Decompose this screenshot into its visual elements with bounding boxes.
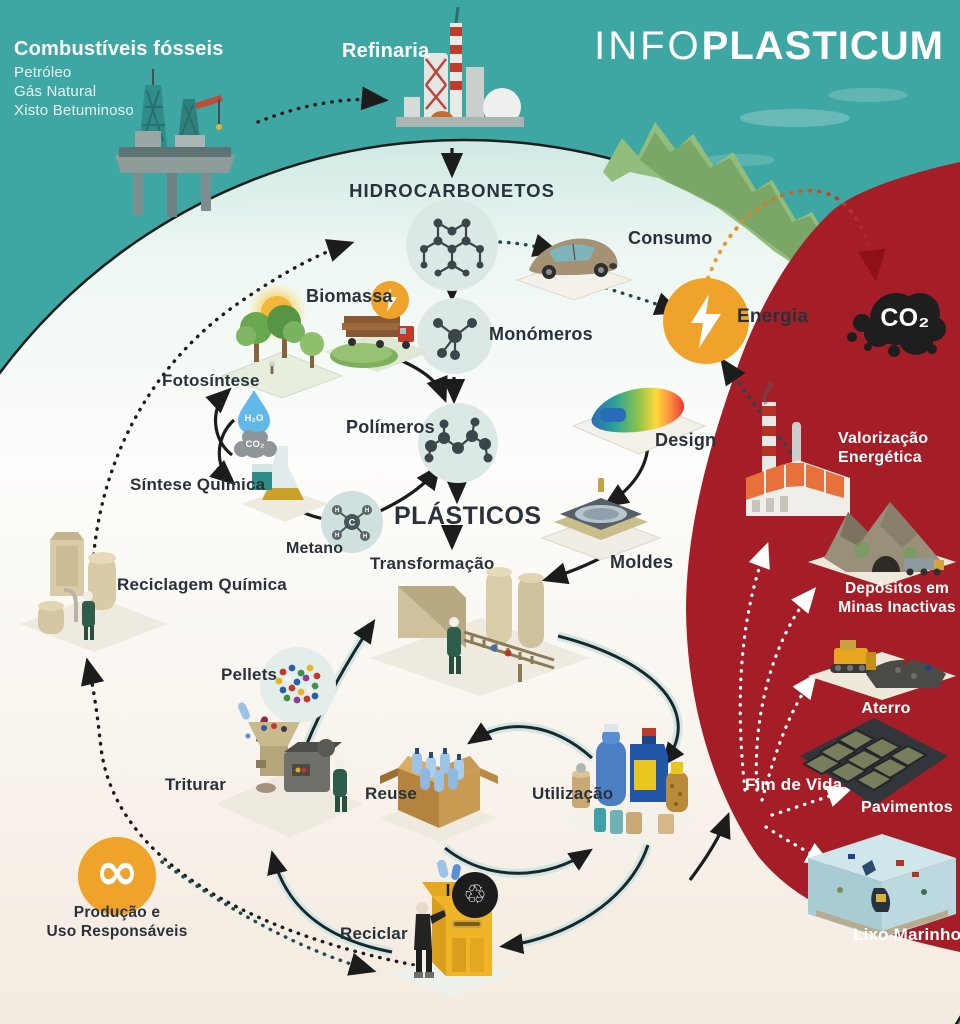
svg-text:H: H: [363, 534, 367, 540]
fossil-item-petroleo: Petróleo: [14, 64, 72, 81]
chemical-recycling-label: Reciclagem Química: [117, 575, 287, 594]
marine-litter-cube: [808, 834, 956, 938]
pellets-label: Pellets: [221, 665, 278, 684]
responsible-label-line2: Uso Responsáveis: [46, 923, 188, 940]
methane-molecule-icon: C H H H H: [321, 491, 383, 553]
infinity-loop-icon: ∞: [78, 837, 156, 915]
h2o-label: H₂O: [244, 413, 264, 424]
responsible-label-line1: Produção e: [73, 904, 161, 921]
mines-label-line2: Minas Inactivas: [838, 599, 956, 616]
pavements-label: Pavimentos: [861, 799, 953, 816]
hydrocarbons-label: HIDROCARBONETOS: [349, 180, 555, 201]
photosynthesis-trees: [220, 305, 344, 399]
energy-recovery-label-line2: Energética: [838, 449, 922, 466]
energy-recovery-label-line1: Valorização: [838, 430, 929, 447]
monomer-molecule-icon: [417, 298, 493, 374]
pavement-blocks: [800, 718, 948, 806]
molds-label: Moldes: [610, 552, 674, 572]
svg-text:C: C: [349, 518, 356, 528]
energy-recovery-plant: [746, 382, 850, 516]
oil-rig: [115, 69, 235, 217]
plastics-label: PLÁSTICOS: [394, 502, 542, 530]
consumption-label: Consumo: [628, 228, 713, 248]
pellets-circle: [260, 647, 336, 723]
landfill-label: Aterro: [861, 700, 911, 717]
fossil-fuels-title: Combustíveis fósseis: [14, 38, 224, 60]
hydrocarbon-molecule-icon: [406, 199, 498, 291]
reuse-box: [380, 748, 498, 842]
fossil-item-xisto: Xisto Betuminoso: [14, 102, 134, 119]
biomass-label: Biomassa: [306, 286, 393, 306]
svg-text:H: H: [335, 508, 339, 514]
methane-label: Metano: [286, 540, 344, 557]
reuse-label: Reuse: [365, 784, 418, 803]
landfill-bulldozer: [808, 640, 956, 700]
svg-text:H: H: [335, 533, 339, 539]
photosynthesis-label: Fotosíntese: [162, 371, 260, 390]
design-label: Design: [655, 430, 717, 450]
fossil-item-gas: Gás Natural: [14, 83, 97, 100]
refinery: [396, 6, 524, 127]
household-plastics-group: [559, 724, 701, 848]
shred-label: Triturar: [165, 775, 227, 794]
co2-gray-cloud-icon: [234, 430, 277, 458]
chemical-recycling-plant: [20, 532, 168, 652]
marine-litter-label: Lixo Marinho: [853, 925, 960, 944]
use-label: Utilização: [532, 784, 614, 803]
polymer-molecule-icon: [418, 403, 498, 483]
design-heatmap-part: [572, 387, 707, 455]
infinity-symbol: ∞: [95, 842, 139, 902]
biomass-truck: [324, 316, 430, 372]
monomers-label: Monómeros: [489, 324, 593, 344]
infoplasticum-logo: INFOPLASTICUM: [594, 24, 944, 69]
logo-plasticum: PLASTICUM: [701, 24, 944, 68]
chemistry-flask: [242, 446, 328, 522]
refinery-label: Refinaria: [342, 40, 430, 62]
polymers-label: Polímeros: [346, 417, 435, 437]
end-of-life-label: Fim de Vida: [745, 775, 843, 794]
recycle-symbol: ♲: [463, 880, 487, 910]
co2-small-label: CO₂: [245, 439, 265, 450]
energy-lightning-icon: [663, 278, 749, 364]
transformation-label: Transformação: [370, 554, 495, 573]
water-drop-icon: [238, 390, 270, 435]
recycle-label: Reciclar: [340, 924, 408, 943]
co2-label: CO₂: [880, 304, 930, 332]
energy-label: Energia: [737, 306, 809, 327]
svg-text:H: H: [365, 508, 369, 514]
transformation-machine: [370, 567, 590, 696]
co2-smoke-cloud-icon: [847, 293, 946, 357]
shredder-machine: [216, 722, 364, 838]
inactive-mine-deposit: [808, 502, 956, 586]
recycle-badge-icon: ♲: [452, 872, 498, 918]
mold-block: [540, 478, 662, 561]
biomass-energy-lightning-icon: [371, 281, 409, 319]
mines-label-line1: Depósitos em: [844, 580, 950, 597]
logo-info: INFO: [594, 24, 702, 68]
chemical-synthesis-label: Síntese Química: [130, 475, 266, 494]
consumption-car: [515, 238, 633, 301]
